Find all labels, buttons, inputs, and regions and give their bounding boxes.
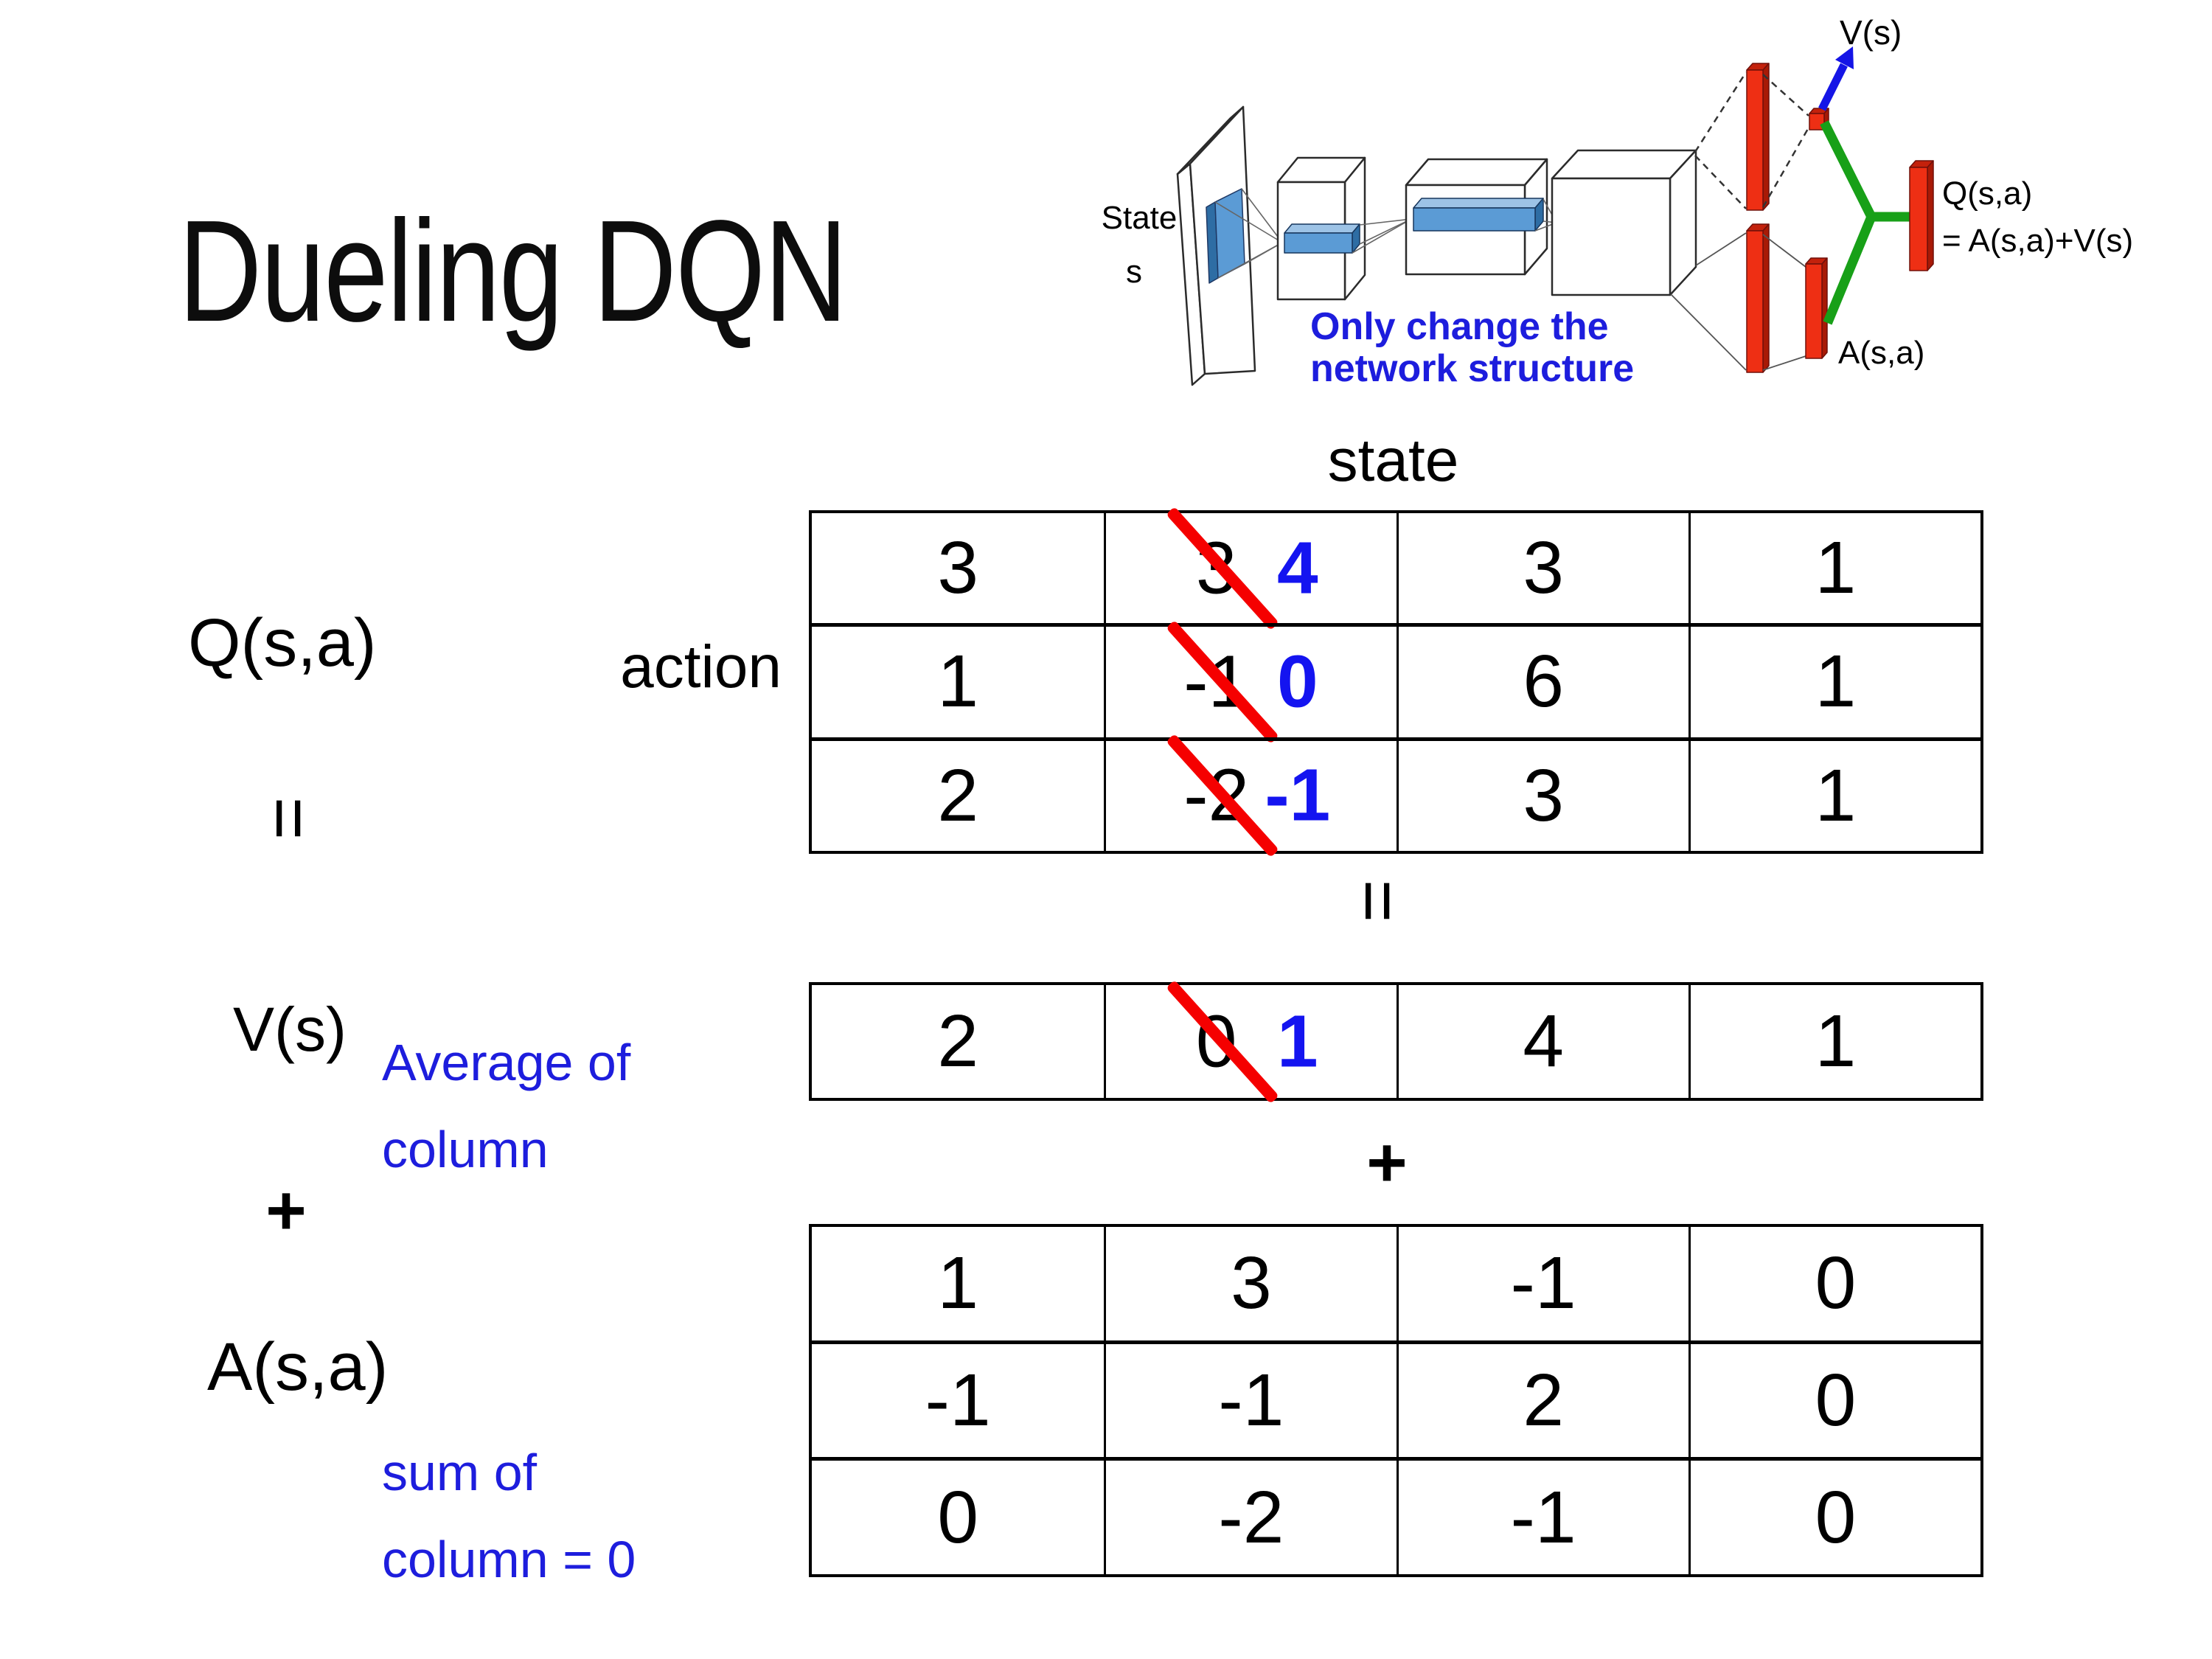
v-stream-dashed-lines (1694, 72, 1747, 209)
a-cell: 0 (1688, 1340, 1980, 1458)
v-stream-bar (1746, 63, 1770, 211)
input-patch (1206, 188, 1245, 284)
diagram-state-label-line1: State (1102, 200, 1178, 236)
q-table: 3 3 4 3 1 1 -1 0 6 1 2 -2 -1 3 1 (809, 506, 1983, 858)
a-cell: -1 (1396, 1457, 1688, 1574)
diagram-note-line1: Only change the (1310, 305, 1609, 348)
equals-glyph: = (248, 796, 330, 841)
merge-connector (1820, 120, 1916, 325)
strikethrough-slash-icon (1166, 979, 1280, 1104)
q-cell-corrected: -1 0 (1104, 619, 1397, 745)
q-term-label: Q(s,a) (188, 605, 377, 681)
a-cell: 0 (812, 1457, 1105, 1574)
q-cell: 3 (937, 526, 978, 610)
action-label: action (620, 633, 782, 700)
plus-sign-center: + (1313, 1107, 1461, 1218)
q-cell: 1 (1688, 623, 1980, 737)
q-cell: 3 (1396, 737, 1688, 851)
plus-sign-left: + (212, 1155, 360, 1266)
a-stream-lines (1670, 232, 1747, 371)
diagram-q-output-label-line2: = A(s,a)+V(s) (1942, 223, 2133, 259)
sum-note-line2: column = 0 (382, 1531, 636, 1588)
q-output-bar (1909, 160, 1934, 271)
a-cell: 1 (937, 1242, 978, 1325)
plus-glyph: + (1366, 1124, 1408, 1202)
conv-filter-bar-2 (1413, 198, 1544, 232)
average-note: Average of column (382, 1019, 630, 1193)
page-title: Dueling DQN (178, 190, 848, 352)
new-value: 4 (1276, 526, 1318, 610)
average-note-line1: Average of (382, 1034, 631, 1091)
a-cell: -1 (812, 1340, 1105, 1458)
v-cell: 1 (1688, 985, 1980, 1098)
sum-note: sum of column = 0 (382, 1429, 636, 1603)
diagram-a-output-label: A(s,a) (1838, 335, 1924, 371)
conv-cone-lines-2 (1352, 218, 1412, 254)
equals-sign-center: = (1304, 846, 1452, 956)
v-term-label: V(s) (233, 995, 347, 1064)
new-value: 0 (1276, 640, 1318, 723)
diagram-note-line2: network structure (1310, 347, 1634, 390)
a-vector-lines (1762, 234, 1806, 371)
a-vector-bar (1805, 257, 1828, 359)
new-value: -1 (1265, 754, 1331, 837)
conv-cube-3 (1551, 149, 1697, 296)
q-cell: 1 (1688, 737, 1980, 851)
network-architecture-diagram: State s V(s) Q(s,a) = A(s,a)+V(s) A(s,a)… (1102, 13, 2134, 390)
arrow-up-icon (1818, 46, 1854, 111)
a-cell: 2 (1396, 1340, 1688, 1458)
a-cell: -1 (1104, 1340, 1397, 1458)
q-cell: 3 (1396, 513, 1688, 624)
equals-sign-left: = (215, 763, 363, 874)
q-cell-corrected: 3 4 (1104, 506, 1396, 630)
q-cell: 6 (1396, 623, 1688, 737)
new-value: 1 (1276, 1000, 1318, 1082)
conv-filter-bar-1 (1284, 223, 1360, 254)
plus-glyph: + (265, 1172, 307, 1250)
v-row-table: 2 0 1 4 1 (809, 979, 1983, 1104)
v-cell: 2 (937, 1000, 978, 1082)
a-term-label: A(s,a) (207, 1329, 389, 1405)
a-table: 1 3 -1 0 -1 -1 2 0 0 -2 -1 0 (809, 1224, 1983, 1577)
a-cell: -2 (1104, 1457, 1397, 1574)
q-cell-corrected: -2 -1 (1104, 734, 1397, 858)
equals-glyph: = (1337, 879, 1419, 923)
q-cell: 1 (1688, 513, 1980, 624)
strikethrough-slash-icon (1166, 506, 1280, 630)
diagram-q-output-label-line1: Q(s,a) (1942, 175, 2032, 212)
average-note-line2: column (382, 1121, 549, 1178)
a-cell: 0 (1688, 1457, 1980, 1574)
a-cell: 3 (1104, 1227, 1396, 1340)
diagram-v-output-label: V(s) (1840, 13, 1902, 52)
a-cell: 0 (1688, 1227, 1980, 1340)
state-header: state (1327, 427, 1459, 494)
v-scalar-dashed-lines (1761, 74, 1810, 208)
a-stream-bar (1746, 223, 1770, 373)
q-cell: 2 (812, 737, 1105, 851)
q-cell: 1 (812, 623, 1105, 737)
sum-note-line1: sum of (382, 1444, 538, 1501)
diagram-state-label-line2: s (1126, 254, 1142, 290)
v-cell: 4 (1396, 985, 1688, 1098)
conv-cone-lines-1 (1214, 188, 1283, 279)
v-cell-corrected: 0 1 (1104, 979, 1396, 1104)
a-cell: -1 (1396, 1227, 1688, 1340)
